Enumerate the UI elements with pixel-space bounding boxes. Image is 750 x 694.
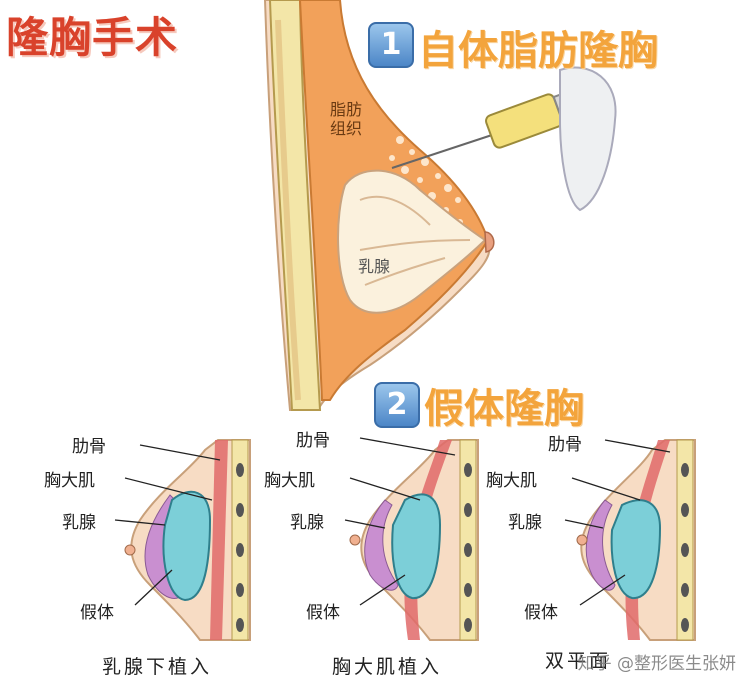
panel3-implant-label: 假体 (524, 603, 558, 623)
panel3-muscle-label: 胸大肌 (486, 471, 537, 491)
leader-lines (114, 437, 671, 606)
section1-title: 自体脂肪隆胸 (418, 28, 658, 74)
panel1-gland-label: 乳腺 (62, 513, 96, 533)
panel3-rib-label: 肋骨 (548, 435, 582, 455)
panel2-muscle-label: 胸大肌 (264, 471, 315, 491)
gland-3 (585, 499, 616, 591)
section1-number-badge: 1 (368, 22, 414, 68)
gland-label: 乳腺 (358, 257, 391, 276)
panel1-rib-label: 肋骨 (72, 437, 106, 457)
panel1-muscle-label: 胸大肌 (44, 471, 95, 491)
panel3-gland-label: 乳腺 (508, 513, 542, 533)
section2-number-badge: 2 (374, 382, 420, 428)
panel2-caption: 胸大肌植入 (332, 656, 443, 678)
panel2-gland-label: 乳腺 (290, 513, 324, 533)
syringe-icon (391, 66, 617, 212)
panel3-caption: 双平面 (545, 650, 612, 672)
implant-1 (162, 490, 212, 602)
implant-2 (391, 493, 442, 600)
gland-2 (364, 499, 399, 591)
implant-panel-3 (576, 439, 696, 641)
panel2-implant-label: 假体 (306, 603, 340, 623)
nipple (484, 231, 495, 253)
mammary-gland (337, 169, 487, 314)
implant-panel-2 (349, 439, 479, 641)
fat-tissue-label: 脂肪组织 (330, 100, 363, 138)
page-title: 隆胸手术 (6, 13, 179, 62)
panel1-caption: 乳腺下植入 (102, 656, 213, 678)
watermark: 知乎 @整形医生张妍 (577, 654, 736, 674)
implant-3 (610, 499, 662, 600)
fat-grafting-illustration (263, 0, 617, 411)
section2-title: 假体隆胸 (424, 386, 584, 432)
panel2-rib-label: 肋骨 (296, 431, 330, 451)
implant-panel-1 (124, 439, 251, 641)
panel1-implant-label: 假体 (80, 603, 114, 623)
